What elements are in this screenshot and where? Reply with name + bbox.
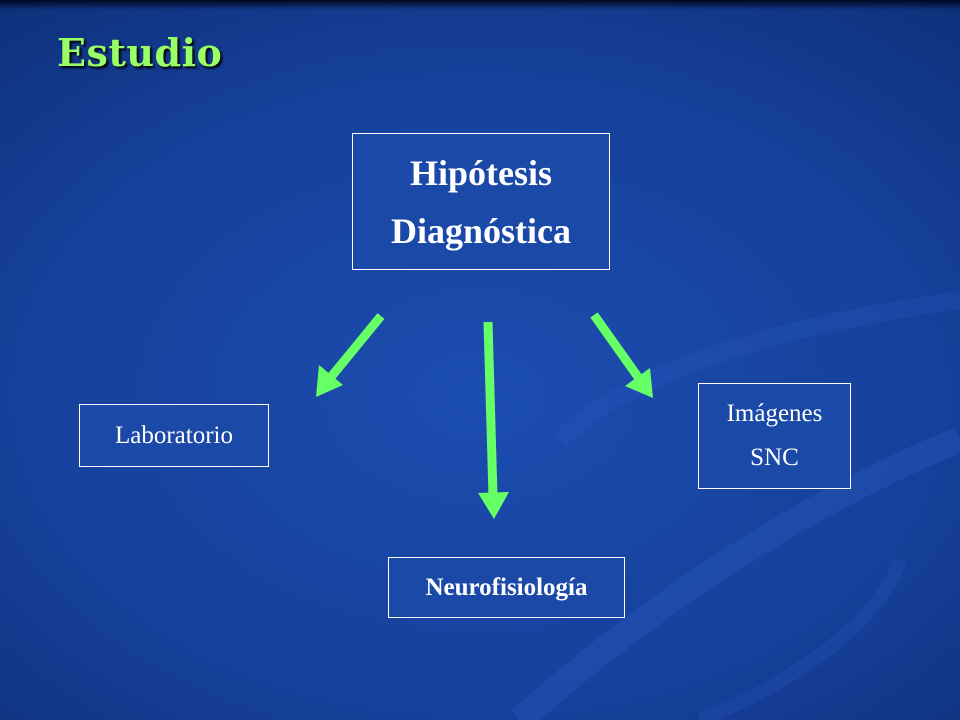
slide-top-edge <box>0 0 960 10</box>
imagenes-line2: SNC <box>750 444 799 471</box>
laboratorio-box: Laboratorio <box>79 404 269 467</box>
hipotesis-line2: Diagnóstica <box>391 210 571 251</box>
imagenes-snc-box: Imágenes SNC <box>698 383 851 489</box>
imagenes-line1: Imágenes <box>726 400 823 427</box>
arrow-to-neurofisiologia <box>478 321 509 519</box>
neurofisiologia-box: Neurofisiología <box>388 557 625 618</box>
hipotesis-line1: Hipótesis <box>409 152 552 193</box>
laboratorio-label: Laboratorio <box>114 421 233 449</box>
arrow-to-imagenes <box>590 312 653 398</box>
arrow-to-laboratorio <box>316 313 385 397</box>
slide-title: Estudio <box>57 30 223 75</box>
neurofisiologia-label: Neurofisiología <box>425 573 588 601</box>
hipotesis-diagnostica-box: Hipótesis Diagnóstica <box>352 133 610 270</box>
